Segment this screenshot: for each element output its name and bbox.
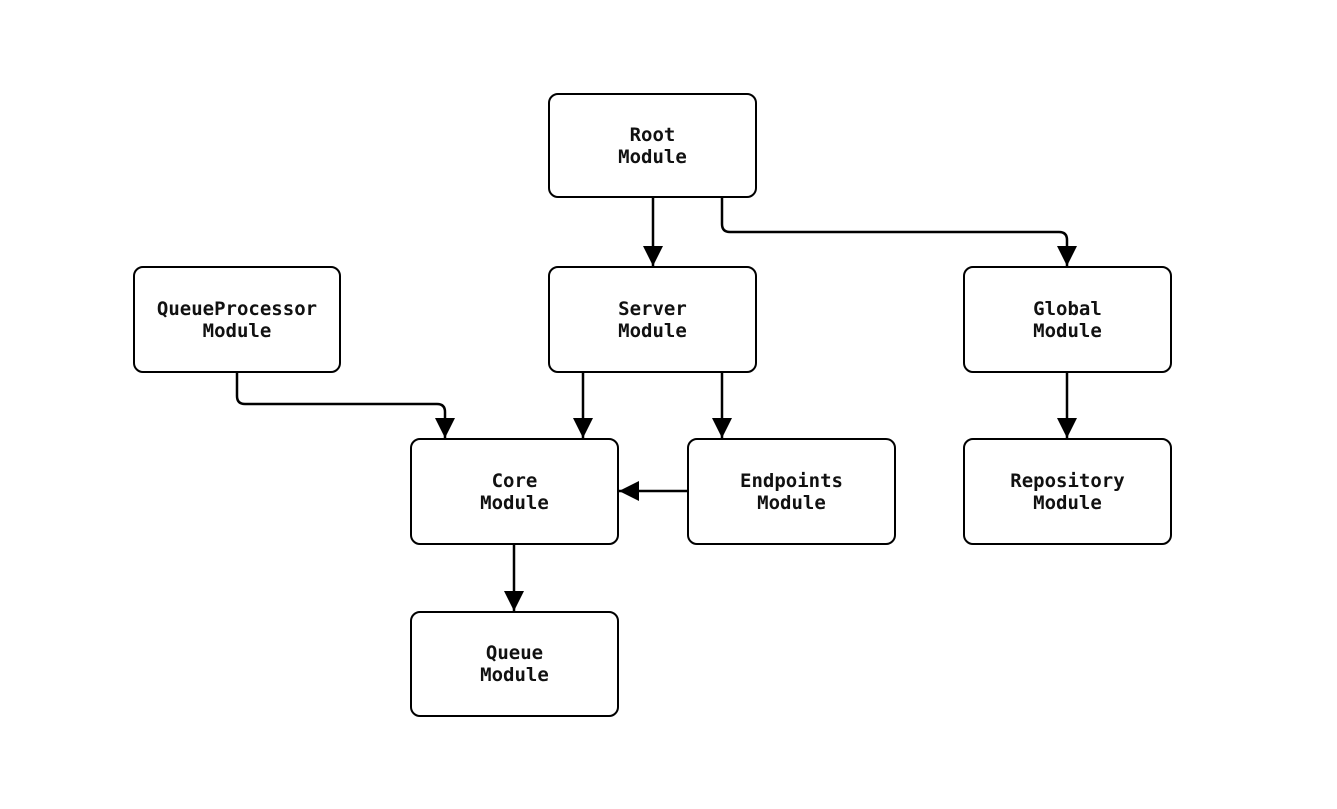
- node-core-module: Core Module: [410, 438, 619, 545]
- node-queue-module: Queue Module: [410, 611, 619, 717]
- node-repository-module: Repository Module: [963, 438, 1172, 545]
- edge-queueprocessor-to-core: [235, 373, 455, 438]
- node-global-module: Global Module: [963, 266, 1172, 373]
- node-server-module: Server Module: [548, 266, 757, 373]
- node-queueprocessor-module: QueueProcessor Module: [133, 266, 341, 373]
- edge-root-to-global: [720, 198, 1077, 266]
- node-endpoints-module: Endpoints Module: [687, 438, 896, 545]
- node-root-module: Root Module: [548, 93, 757, 198]
